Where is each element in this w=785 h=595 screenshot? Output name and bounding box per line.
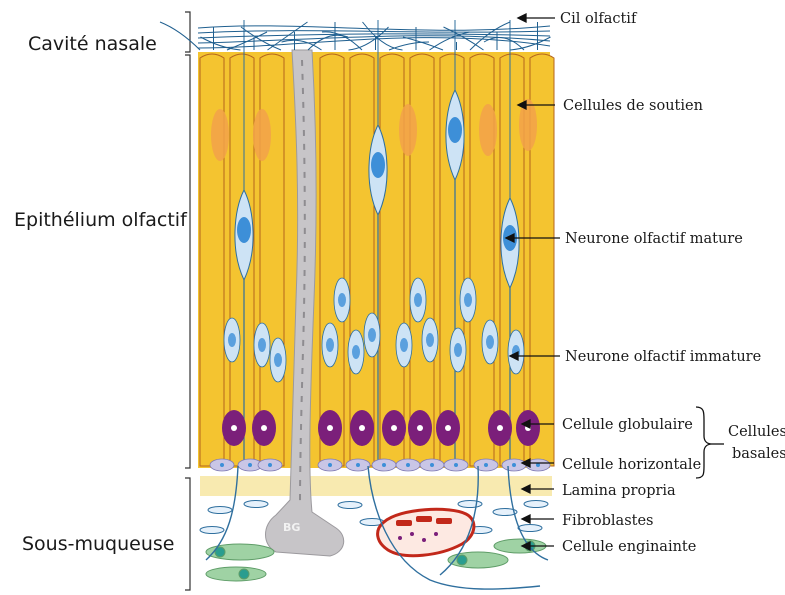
vessel-dot	[410, 532, 414, 536]
globular-cell-nucleus	[445, 425, 451, 431]
label-basal-cells-line1: Cellules	[728, 424, 785, 440]
immature-neuron-nucleus	[400, 338, 408, 352]
bracket-submucosa	[185, 478, 190, 590]
red-cell	[416, 516, 432, 522]
globular-cell-nucleus	[327, 425, 333, 431]
support-cells-layer	[198, 52, 554, 468]
vessel-dot	[398, 536, 402, 540]
immature-neuron-nucleus	[352, 345, 360, 359]
gland-label: BG	[283, 521, 300, 534]
globular-cell-nucleus	[417, 425, 423, 431]
horizontal-cell-nucleus	[328, 463, 332, 467]
horizontal-cell-nucleus	[220, 463, 224, 467]
immature-neuron-nucleus	[454, 343, 462, 357]
bracket-epithelium	[185, 55, 190, 468]
label-fibroblasts: Fibroblastes	[562, 513, 654, 529]
red-cell	[396, 520, 412, 526]
immature-neuron-nucleus	[258, 338, 266, 352]
support-cell-nucleus	[479, 104, 497, 156]
immature-neuron-nucleus	[426, 333, 434, 347]
mature-neuron-nucleus	[448, 117, 462, 143]
vessel-dot	[434, 532, 438, 536]
label-ensheathing-cell: Cellule enginainte	[562, 539, 696, 555]
label-globular-cell: Cellule globulaire	[562, 417, 693, 433]
cilium	[160, 22, 200, 50]
cilium	[470, 22, 510, 50]
globular-cell-nucleus	[231, 425, 237, 431]
label-immature-neuron: Neurone olfactif immature	[565, 349, 761, 365]
fibroblast	[244, 501, 268, 508]
region-label-epithelium: Epithélium olfactif	[14, 209, 188, 231]
immature-neuron-nucleus	[368, 328, 376, 342]
support-cell-nucleus	[211, 109, 229, 161]
globular-cell-nucleus	[359, 425, 365, 431]
fibroblast	[208, 507, 232, 514]
lamina-propria-band	[200, 476, 552, 496]
fibroblast	[518, 525, 542, 532]
horizontal-cell-nucleus	[454, 463, 458, 467]
region-label-nasal-cavity: Cavité nasale	[28, 33, 157, 55]
globular-cell-nucleus	[261, 425, 267, 431]
vessel-dot	[422, 538, 426, 542]
ensheathing-nucleus	[239, 569, 249, 579]
globular-cell-nucleus	[391, 425, 397, 431]
bracket-nasal-cavity	[185, 12, 190, 52]
support-cell	[320, 54, 344, 466]
label-horizontal-cell: Cellule horizontale	[562, 457, 701, 473]
mature-neuron-nucleus	[371, 152, 385, 178]
globular-cell-nucleus	[497, 425, 503, 431]
horizontal-cell-nucleus	[356, 463, 360, 467]
fibroblast	[458, 501, 482, 508]
horizontal-cell-nucleus	[430, 463, 434, 467]
ensheathing-cell	[206, 567, 266, 581]
region-label-submucosa: Sous-muqueuse	[22, 533, 174, 555]
immature-neuron-nucleus	[228, 333, 236, 347]
horizontal-cell-nucleus	[484, 463, 488, 467]
support-cell	[350, 54, 374, 466]
ensheathing-nucleus	[457, 555, 467, 565]
red-cell	[436, 518, 452, 524]
fibroblast	[338, 502, 362, 509]
horizontal-cell-nucleus	[382, 463, 386, 467]
support-cell-nucleus	[253, 109, 271, 161]
horizontal-cell-nucleus	[268, 463, 272, 467]
fibroblast	[524, 501, 548, 508]
label-basal-cells-line2: basales	[732, 446, 785, 462]
cilium	[282, 40, 322, 50]
label-cilia: Cil olfactif	[560, 11, 638, 27]
horizontal-cell-nucleus	[406, 463, 410, 467]
immature-neuron-nucleus	[338, 293, 346, 307]
immature-neuron-nucleus	[274, 353, 282, 367]
immature-neuron-nucleus	[486, 335, 494, 349]
label-lamina-propria: Lamina propria	[562, 483, 676, 499]
mature-neuron-nucleus	[237, 217, 251, 243]
immature-neuron-nucleus	[326, 338, 334, 352]
immature-neuron-nucleus	[414, 293, 422, 307]
cilia-layer	[160, 22, 551, 50]
horizontal-cell-nucleus	[248, 463, 252, 467]
fibroblast	[200, 527, 224, 534]
label-support-cells: Cellules de soutien	[563, 98, 703, 114]
support-cell	[380, 54, 404, 466]
support-cell-nucleus	[399, 104, 417, 156]
immature-neuron-nucleus	[464, 293, 472, 307]
label-mature-neuron: Neurone olfactif mature	[565, 231, 743, 247]
arrow-cilia	[518, 14, 555, 22]
region-brackets	[185, 12, 190, 590]
horizontal-cell-nucleus	[512, 463, 516, 467]
